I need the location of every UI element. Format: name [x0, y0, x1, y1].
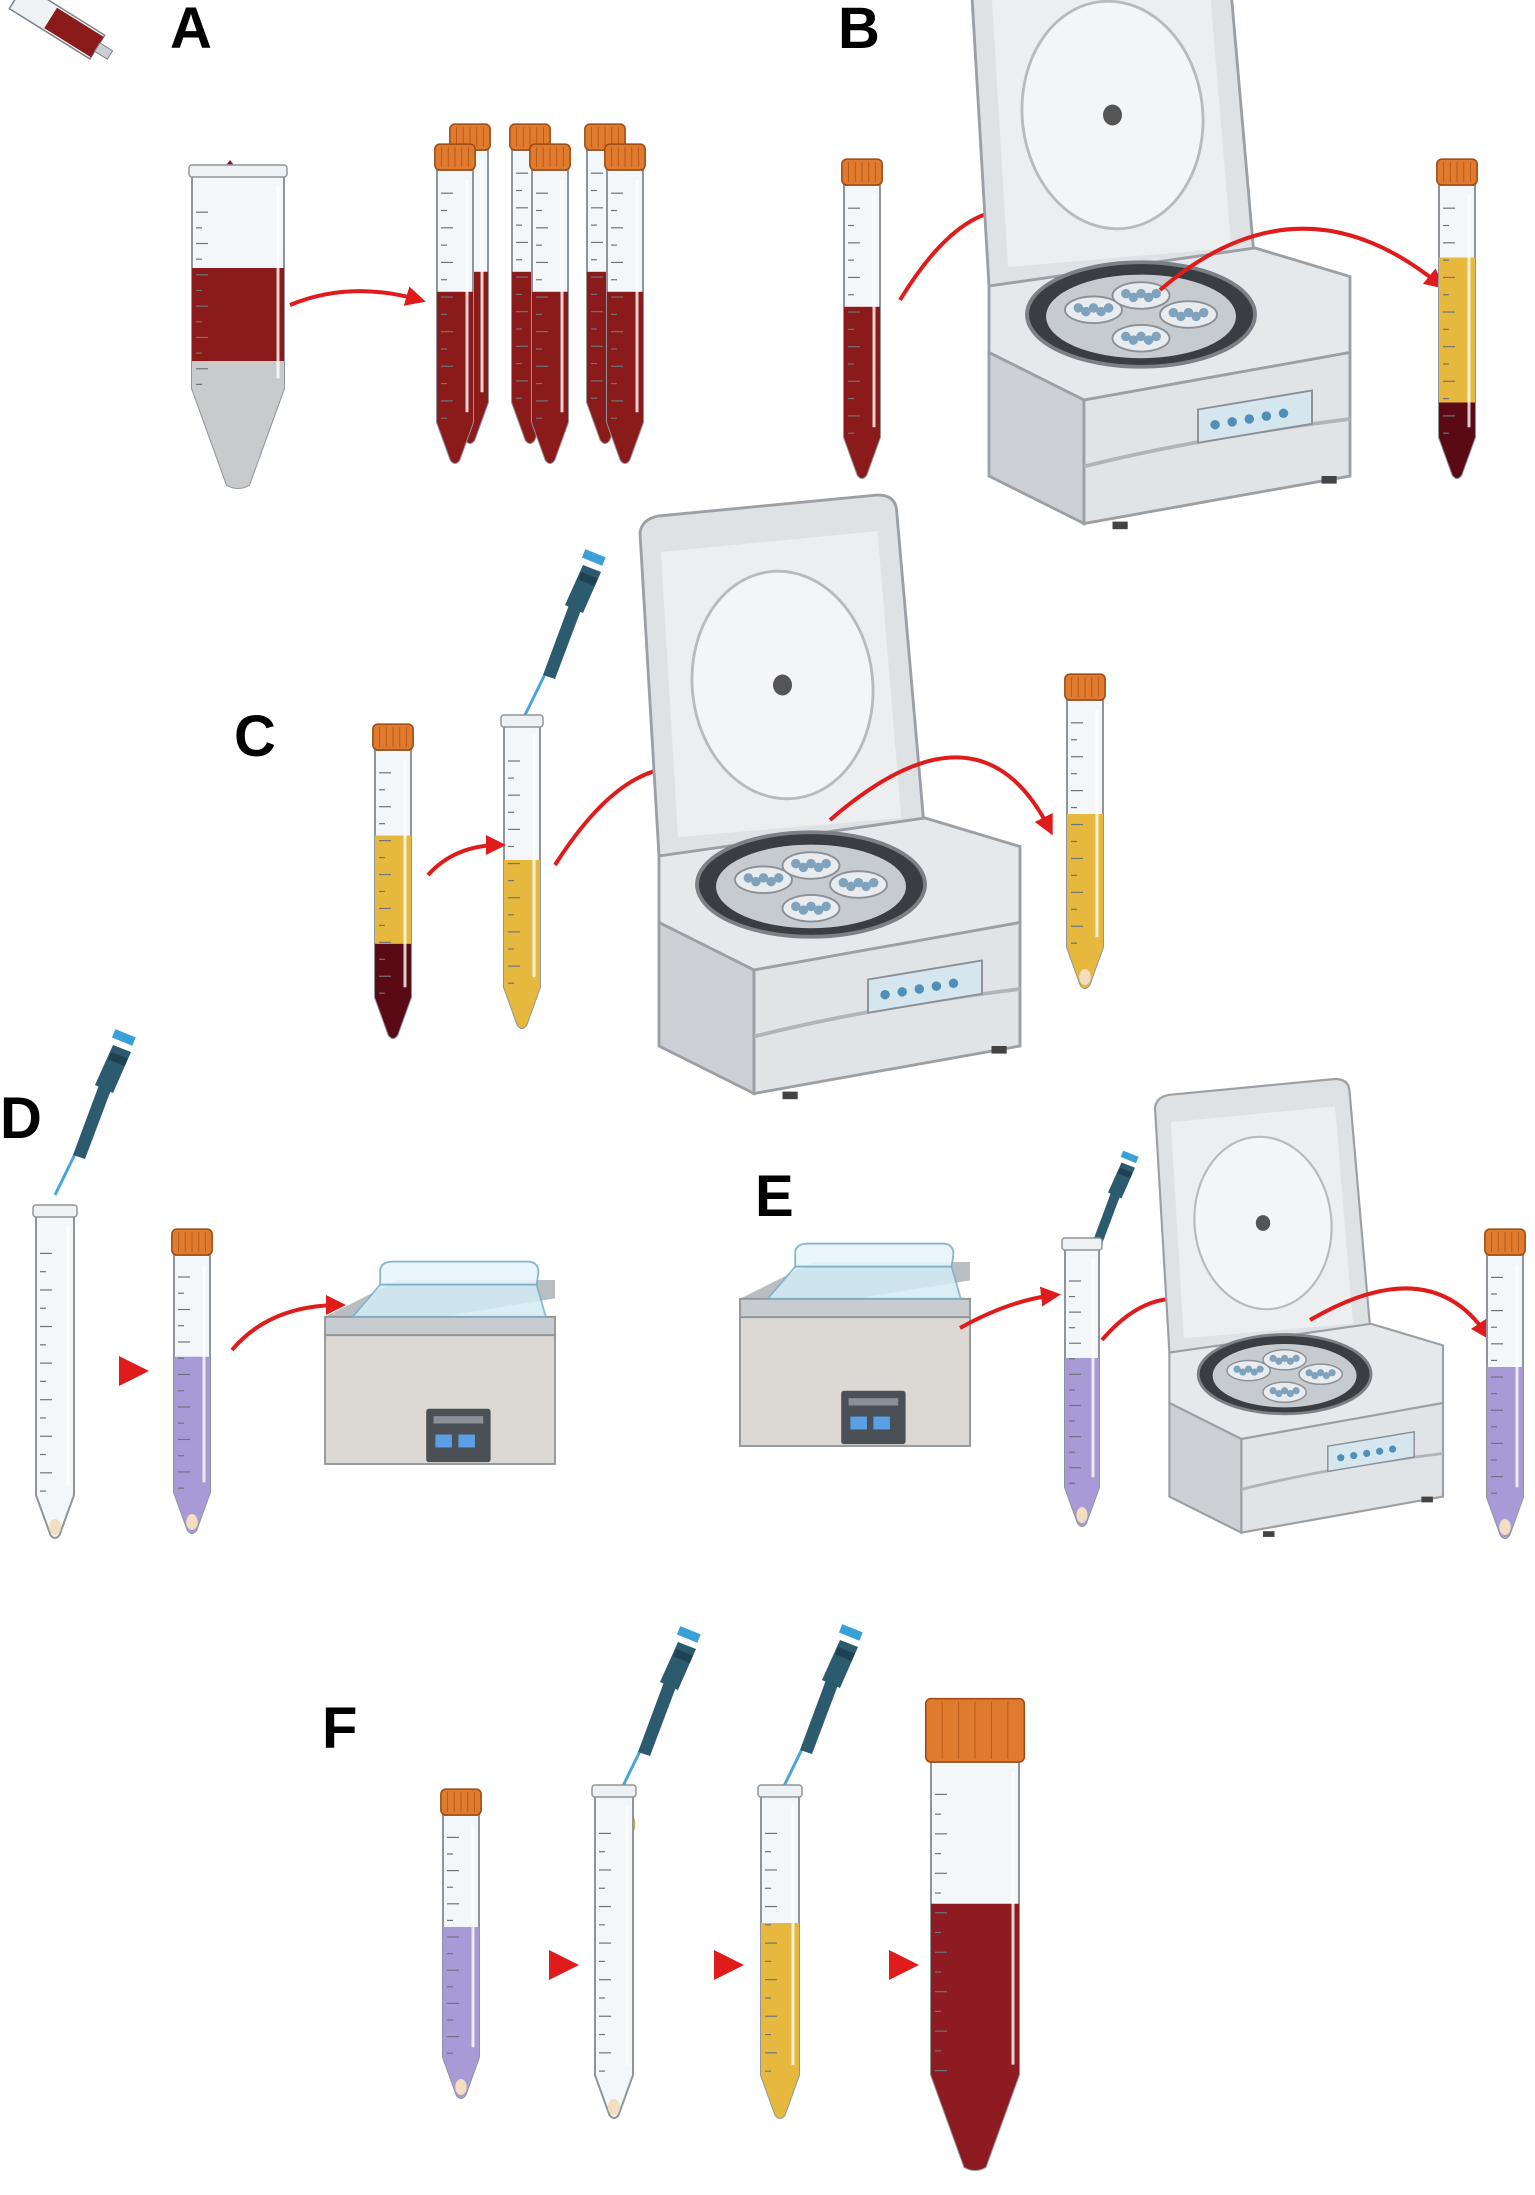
centrifuge-e [1153, 1077, 1445, 1537]
tube-15ml-d-2 [171, 1228, 213, 1534]
tube-15ml-e-1 [1061, 1237, 1103, 1527]
tube-50ml-a [188, 164, 288, 489]
arrow-e-1 [959, 1286, 1061, 1330]
water-bath-d [324, 1260, 556, 1465]
tube-15ml-d-1 [32, 1204, 78, 1539]
panel-label-b: B [838, 0, 880, 61]
panel-label-c: C [234, 704, 276, 769]
arrow-a [289, 286, 426, 307]
tube-15ml-b-blood [841, 158, 883, 479]
tube-15ml-c-final [1064, 673, 1106, 989]
pipette-d [53, 1029, 136, 1196]
tube-15ml-f-final [924, 1697, 1026, 2171]
tube-15ml-e-final [1484, 1228, 1526, 1539]
centrifuge-c [638, 493, 1022, 1100]
tube-15ml-f-1 [440, 1788, 482, 2099]
centrifuge-b [970, 0, 1352, 530]
arrow-b-2 [1158, 226, 1445, 292]
pipette-f-1 [618, 1626, 701, 1793]
tube-15ml-b-separated [1436, 158, 1478, 479]
panel-label-e: E [755, 1164, 794, 1229]
arrow-c-3 [828, 755, 1053, 836]
tube-15ml-f-2 [591, 1784, 637, 2119]
arrow-d-2 [230, 1295, 346, 1352]
tube-15ml-a-4 [434, 143, 476, 464]
pipette-f-2 [780, 1624, 863, 1791]
tube-15ml-f-3 [757, 1784, 803, 2119]
panel-label-a: A [170, 0, 212, 61]
tube-15ml-c-plasma [500, 714, 544, 1029]
tube-15ml-a-6 [604, 143, 646, 464]
syringe [0, 0, 114, 60]
pipette-c [523, 549, 606, 716]
tube-15ml-c-separated [372, 723, 414, 1039]
panel-label-f: F [322, 1696, 358, 1761]
tube-15ml-a-5 [529, 143, 571, 464]
arrow-c-1 [426, 835, 506, 877]
water-bath-e [739, 1242, 971, 1447]
panel-label-d: D [0, 1086, 42, 1151]
arrow-e-3 [1308, 1286, 1491, 1340]
